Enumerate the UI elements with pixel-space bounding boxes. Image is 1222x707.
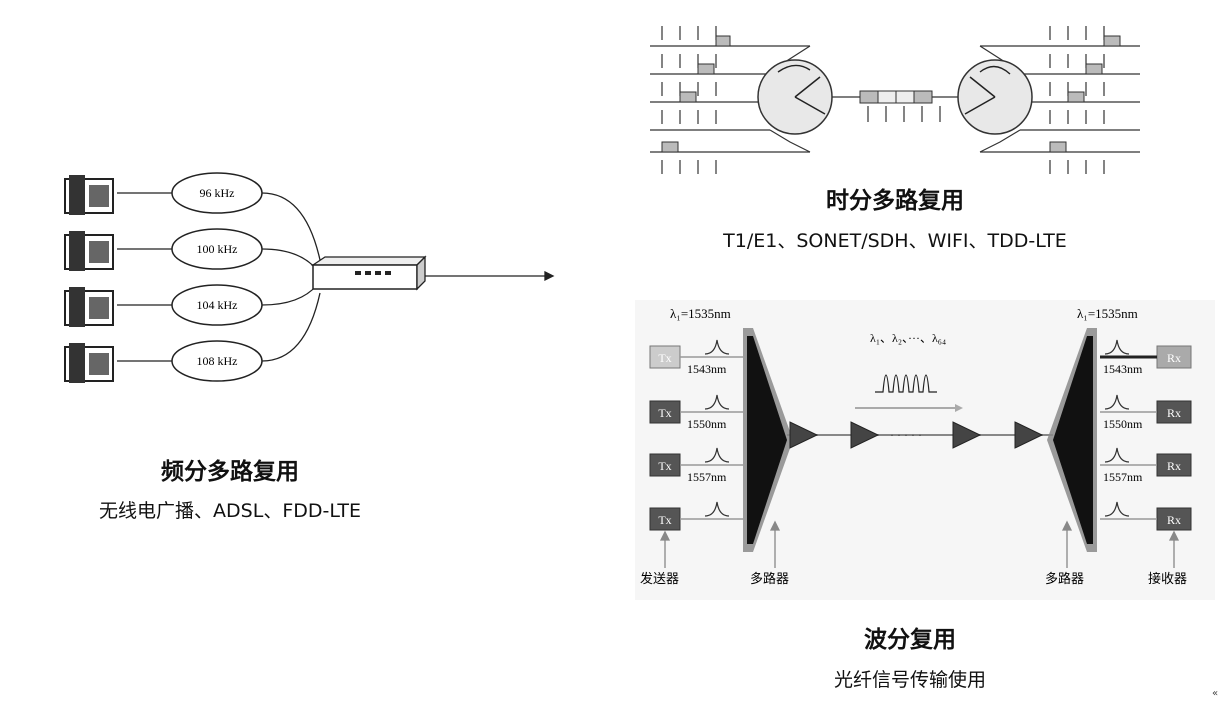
multiplexer-device [310,255,427,291]
rx-box: Rx [1156,507,1192,531]
telephone-icon [64,343,114,383]
label-mux-right: 多路器 [1045,571,1084,587]
telephone-icon [64,231,114,271]
tdm-diagram [650,26,1140,174]
fdm-diagram: 96 kHz 100 kHz 104 kHz 108 kHz [64,172,555,383]
wdm-wavelength-label: 1543nm [687,362,727,376]
wdm-subtitle: 光纤信号传输使用 [833,669,986,691]
fdm-channel-label: 96 kHz [200,186,235,200]
wdm-wavelength-label: 1550nm [1103,417,1143,431]
tdm-subtitle: T1/E1、SONET/SDH、WIFI、TDD-LTE [723,230,1067,252]
wdm-title: 波分复用 [864,627,956,653]
tx-box: Tx [649,507,681,531]
rx-box: Rx [1156,453,1192,477]
tdm-mux-switch [757,59,833,135]
amplifier-icon [789,421,819,449]
svg-text:· · · · ·: · · · · · [890,428,922,442]
wdm-lambda-right: λ₁=1535nm [1077,306,1138,321]
wdm-wavelength-label: 1557nm [1103,470,1143,484]
tx-box: Tx [649,453,681,477]
tdm-title: 时分多路复用 [826,188,964,214]
telephone-icon [64,175,114,215]
amplifier-icon [952,421,982,449]
wdm-wavelength-label: 1543nm [1103,362,1143,376]
svg-text:Rx: Rx [1167,406,1181,420]
svg-text:Tx: Tx [658,513,671,527]
wdm-wavelength-label: 1550nm [687,417,727,431]
corner-mark: « [1212,688,1219,699]
fdm-channel-label: 100 kHz [197,242,238,256]
label-sender: 发送器 [640,571,679,587]
tx-box: Tx [649,345,681,369]
fdm-title: 频分多路复用 [161,459,299,485]
wdm-diagram: λ₁=1535nm λ₁=1535nm λ₁、λ₂、···、λ₆₄ Tx Tx … [635,300,1215,600]
telephone-icon [64,287,114,327]
tx-box: Tx [649,400,681,424]
fdm-subtitle: 无线电广播、ADSL、FDD-LTE [99,500,361,522]
wdm-wavelength-label: 1557nm [687,470,727,484]
label-receiver: 接收器 [1148,571,1187,587]
rx-box: Rx [1156,400,1192,424]
fdm-channel-label: 108 kHz [197,354,238,368]
svg-text:Tx: Tx [658,459,671,473]
svg-text:Tx: Tx [658,351,671,365]
svg-text:Rx: Rx [1167,351,1181,365]
fdm-channel-label: 104 kHz [197,298,238,312]
svg-text:Rx: Rx [1167,513,1181,527]
svg-text:Tx: Tx [658,406,671,420]
svg-text:Rx: Rx [1167,459,1181,473]
tdm-demux-switch [957,59,1033,135]
wdm-lambda-series: λ₁、λ₂、···、λ₆₄ [870,331,946,345]
label-mux-left: 多路器 [750,571,789,587]
amplifier-icon [1014,421,1044,449]
rx-box: Rx [1156,345,1192,369]
wdm-lambda-left: λ₁=1535nm [670,306,731,321]
amplifier-icon [850,421,880,449]
